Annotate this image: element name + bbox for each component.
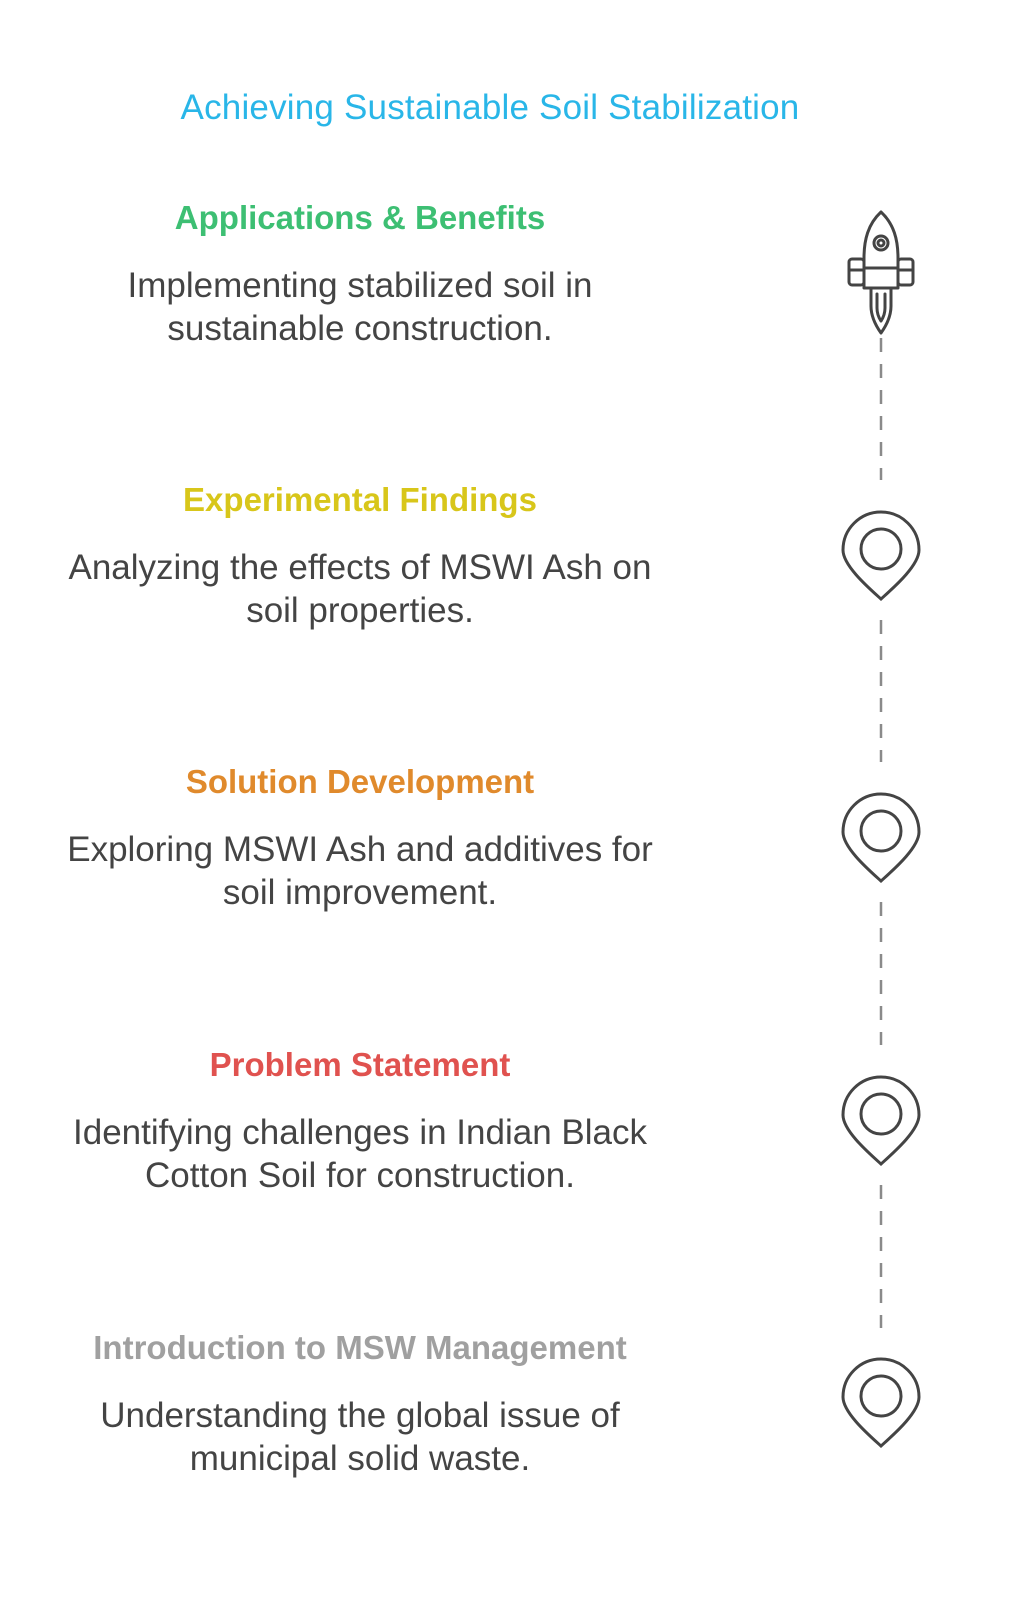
step-description: Implementing stabilized soil in sustaina… bbox=[127, 266, 593, 348]
location-pin-icon bbox=[841, 792, 921, 884]
step-solution-development: Solution Development Exploring MSWI Ash … bbox=[40, 762, 680, 914]
location-pin-icon bbox=[841, 510, 921, 602]
step-title: Experimental Findings bbox=[183, 481, 537, 518]
step-description: Understanding the global issue of munici… bbox=[100, 1396, 620, 1478]
step-experimental-findings: Experimental Findings Analyzing the effe… bbox=[40, 480, 680, 632]
step-introduction-msw: Introduction to MSW Management Understan… bbox=[40, 1328, 680, 1480]
step-description: Identifying challenges in Indian Black C… bbox=[73, 1113, 647, 1195]
step-problem-statement: Problem Statement Identifying challenges… bbox=[40, 1045, 680, 1197]
step-applications-benefits: Applications & Benefits Implementing sta… bbox=[40, 198, 680, 350]
step-description: Exploring MSWI Ash and additives for soi… bbox=[67, 830, 653, 912]
step-title: Introduction to MSW Management bbox=[93, 1329, 627, 1366]
step-title: Solution Development bbox=[185, 763, 535, 800]
location-pin-icon bbox=[841, 1357, 921, 1449]
step-description: Analyzing the effects of MSWI Ash on soi… bbox=[68, 548, 652, 630]
step-title: Applications & Benefits bbox=[174, 199, 546, 236]
rocket-icon bbox=[847, 210, 915, 335]
diagram-title: Achieving Sustainable Soil Stabilization bbox=[180, 88, 800, 127]
step-title: Problem Statement bbox=[209, 1046, 511, 1083]
location-pin-icon bbox=[841, 1075, 921, 1167]
